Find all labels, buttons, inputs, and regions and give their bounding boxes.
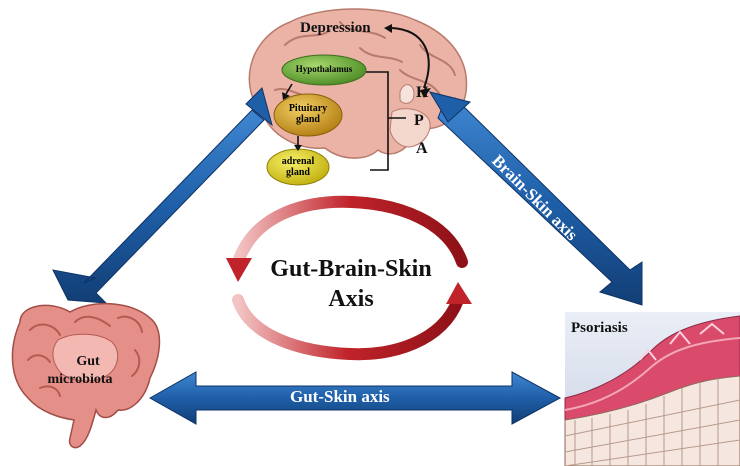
cycle-arrowhead-right — [446, 282, 472, 304]
hpa-letter-h: H — [416, 84, 429, 101]
pit-to-adr-arrowhead — [294, 145, 302, 151]
brain-skin-axis-arrow — [428, 91, 643, 306]
depression-arrowhead — [420, 88, 431, 98]
center-title-line1: Gut-Brain-Skin — [270, 256, 432, 282]
pituitary-node — [273, 93, 343, 137]
gut-label-line2: microbiota — [47, 372, 113, 387]
gut-skin-axis-arrow — [148, 371, 562, 425]
hypo-to-pit-arrowhead — [282, 92, 290, 100]
gut-skin-axis-label: Gut-Skin axis — [290, 387, 390, 406]
center-title-line2: Axis — [328, 286, 374, 312]
gut-illustration — [11, 302, 161, 449]
gut-label-line1: Gut — [76, 354, 100, 369]
hpa-letter-a: A — [416, 140, 428, 157]
pituitary-label: Pituitary gland — [288, 103, 328, 125]
hypo-to-pit-arrow — [285, 83, 293, 95]
depression-label: Depression — [300, 20, 371, 36]
hpa-bracket — [366, 71, 389, 171]
depression-arrowhead-top — [384, 24, 392, 33]
hpa-letter-p: P — [414, 112, 424, 129]
cycle-arrowhead-left — [226, 258, 252, 282]
hypothalamus-node — [281, 54, 367, 86]
depression-arrow — [391, 27, 430, 89]
hypothalamus-label: Hypothalamus — [295, 64, 353, 74]
psoriasis-label: Psoriasis — [571, 320, 628, 336]
gut-brain-skin-cycle — [226, 195, 472, 361]
gut-brain-axis-arrow — [52, 87, 273, 304]
psoriasis-illustration — [564, 312, 740, 466]
adrenal-label: adrenal gland — [281, 156, 315, 178]
